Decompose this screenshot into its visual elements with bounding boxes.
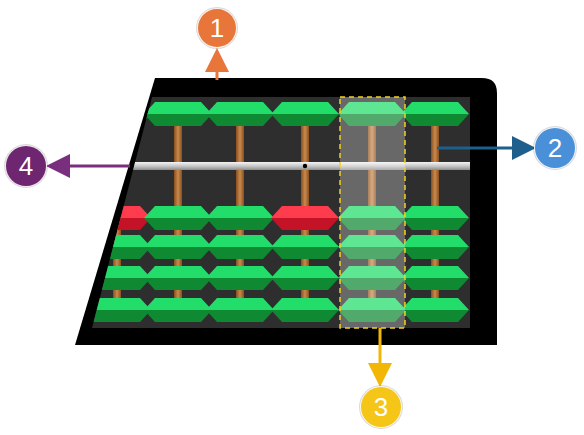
leader-arrow: [437, 147, 524, 150]
callout-circle: 4: [5, 145, 47, 187]
bead: [206, 218, 274, 230]
bead: [83, 218, 151, 230]
bead: [83, 298, 151, 310]
bead: [83, 247, 151, 259]
bead: [206, 102, 274, 114]
bead: [271, 102, 339, 114]
bead: [144, 247, 212, 259]
bead: [206, 235, 274, 247]
bead: [83, 102, 151, 114]
bead: [144, 310, 212, 322]
bead: [401, 298, 469, 310]
abacus-frame: [75, 78, 497, 345]
bead: [83, 206, 151, 218]
bead: [144, 206, 212, 218]
bead: [401, 247, 469, 259]
bead: [144, 102, 212, 114]
bead: [83, 266, 151, 278]
bead: [83, 278, 151, 290]
highlighted-column: [340, 97, 405, 328]
unit-dot: [303, 164, 307, 168]
bead: [271, 266, 339, 278]
leader-arrow: [58, 165, 130, 168]
bead: [271, 206, 339, 218]
abacus-rods-and-beads: [83, 102, 470, 322]
bead: [206, 298, 274, 310]
callout-number: 4: [19, 153, 33, 179]
bead: [144, 235, 212, 247]
bead: [144, 266, 212, 278]
callout-number: 3: [374, 394, 388, 420]
bead: [206, 247, 274, 259]
bead: [206, 310, 274, 322]
bead: [401, 266, 469, 278]
callout-circle: 1: [197, 8, 237, 48]
bead: [271, 247, 339, 259]
bead: [271, 218, 339, 230]
bead: [271, 298, 339, 310]
leader-arrow: [379, 328, 382, 375]
bead: [271, 310, 339, 322]
bead: [401, 278, 469, 290]
bead: [401, 206, 469, 218]
bead: [401, 310, 469, 322]
bead: [206, 206, 274, 218]
callout-circle: 3: [360, 386, 402, 428]
callout-number: 2: [548, 135, 562, 161]
callout-circle: 2: [534, 127, 576, 169]
bead: [401, 235, 469, 247]
bead: [401, 102, 469, 114]
bead: [206, 266, 274, 278]
bead: [206, 278, 274, 290]
abacus-panel: [92, 97, 470, 328]
reckoning-bar: [92, 162, 470, 170]
bead: [271, 278, 339, 290]
bead: [83, 235, 151, 247]
bead: [144, 114, 212, 126]
bead: [271, 235, 339, 247]
bead: [401, 218, 469, 230]
bead: [144, 278, 212, 290]
leader-arrow: [216, 60, 219, 80]
bead: [83, 310, 151, 322]
bead: [401, 114, 469, 126]
bead: [83, 114, 151, 126]
bead: [271, 114, 339, 126]
callout-number: 1: [210, 15, 224, 41]
bead: [144, 218, 212, 230]
bead: [206, 114, 274, 126]
rod: [113, 110, 121, 322]
bead: [144, 298, 212, 310]
